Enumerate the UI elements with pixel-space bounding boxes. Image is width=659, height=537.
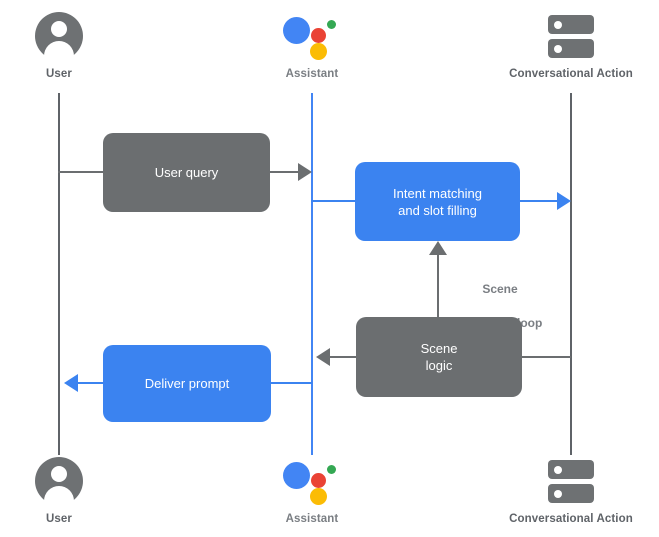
lifeline-action-top (570, 93, 572, 425)
box-deliver-prompt[interactable]: Deliver prompt (103, 345, 271, 422)
connector-intent-to-action (519, 200, 563, 202)
actor-label-user-top: User (46, 68, 72, 80)
avatar-body (44, 41, 74, 67)
box-intent-matching-line1: Intent matching (393, 185, 482, 201)
server-unit-top-bottom (548, 460, 594, 479)
actor-assistant-bottom: Assistant (222, 455, 402, 525)
server-icon-bottom (548, 457, 594, 505)
server-icon-wrap (481, 10, 659, 62)
box-intent-matching[interactable]: Intent matching and slot filling (355, 162, 520, 241)
user-avatar-icon-bottom (35, 457, 83, 512)
actor-label-assistant-bottom: Assistant (285, 513, 339, 525)
server-icon (548, 12, 594, 60)
google-assistant-icon-wrap (222, 10, 402, 62)
actor-label-user-bottom: User (46, 513, 72, 525)
connector-user-to-query (58, 171, 106, 173)
box-scene-logic[interactable]: Scene logic (356, 317, 522, 397)
connector-scene-loop-vertical (437, 254, 439, 318)
connector-assistant-to-intent (311, 200, 357, 202)
box-user-query-label: User query (154, 165, 219, 180)
avatar-head (51, 21, 67, 37)
box-user-query[interactable]: User query (103, 133, 270, 212)
box-intent-matching-line2: and slot filling (398, 202, 477, 218)
assistant-dot-yellow (310, 43, 327, 60)
actor-user-bottom: User (0, 455, 149, 525)
user-avatar-icon-wrap-bottom (0, 455, 149, 512)
arrowhead-scene-logic-left (316, 348, 330, 366)
arrowhead-intent-right (557, 192, 571, 210)
connector-assistant-to-prompt (270, 382, 312, 384)
google-assistant-icon-bottom (283, 457, 341, 505)
google-assistant-icon-wrap-bottom (222, 455, 402, 507)
box-scene-logic-line2: logic (425, 358, 453, 373)
annotation-line1: Scene (482, 282, 518, 296)
avatar-head-bottom (51, 466, 67, 482)
arrowhead-deliver-prompt-left (64, 374, 78, 392)
assistant-dot-red-bottom (311, 473, 326, 488)
actor-label-action-bottom: Conversational Action (509, 513, 633, 525)
lifeline-user-bottom (58, 425, 60, 455)
actor-action-top: Conversational Action (481, 10, 659, 80)
server-unit-bottom-bottom (548, 484, 594, 503)
user-avatar-icon (35, 12, 83, 67)
arrowhead-scene-loop-up (429, 241, 447, 255)
box-scene-logic-line1: Scene (420, 341, 458, 356)
lifeline-action-bottom (570, 425, 572, 455)
user-avatar-icon-wrap (0, 10, 149, 67)
server-icon-wrap-bottom (481, 455, 659, 507)
connector-query-to-assistant (269, 171, 304, 173)
actor-label-assistant-top: Assistant (285, 68, 339, 80)
assistant-dot-yellow-bottom (310, 488, 327, 505)
box-deliver-prompt-label: Deliver prompt (144, 376, 230, 391)
actor-action-bottom: Conversational Action (481, 455, 659, 525)
google-assistant-icon (283, 12, 341, 60)
arrowhead-user-query-right (298, 163, 312, 181)
connector-action-to-scene (521, 356, 571, 358)
actor-user-top: User (0, 10, 149, 80)
server-unit-bottom (548, 39, 594, 58)
connector-prompt-to-user (78, 382, 105, 384)
actor-assistant-top: Assistant (222, 10, 402, 80)
lifeline-user-top (58, 93, 60, 425)
assistant-dot-blue (283, 17, 310, 44)
lifeline-assistant (311, 93, 313, 455)
connector-scene-to-assistant (329, 356, 357, 358)
assistant-dot-red (311, 28, 326, 43)
avatar-body-bottom (44, 486, 74, 512)
assistant-dot-green-bottom (327, 465, 336, 474)
actor-label-action-top: Conversational Action (509, 68, 633, 80)
assistant-dot-blue-bottom (283, 462, 310, 489)
server-unit-top (548, 15, 594, 34)
assistant-dot-green (327, 20, 336, 29)
